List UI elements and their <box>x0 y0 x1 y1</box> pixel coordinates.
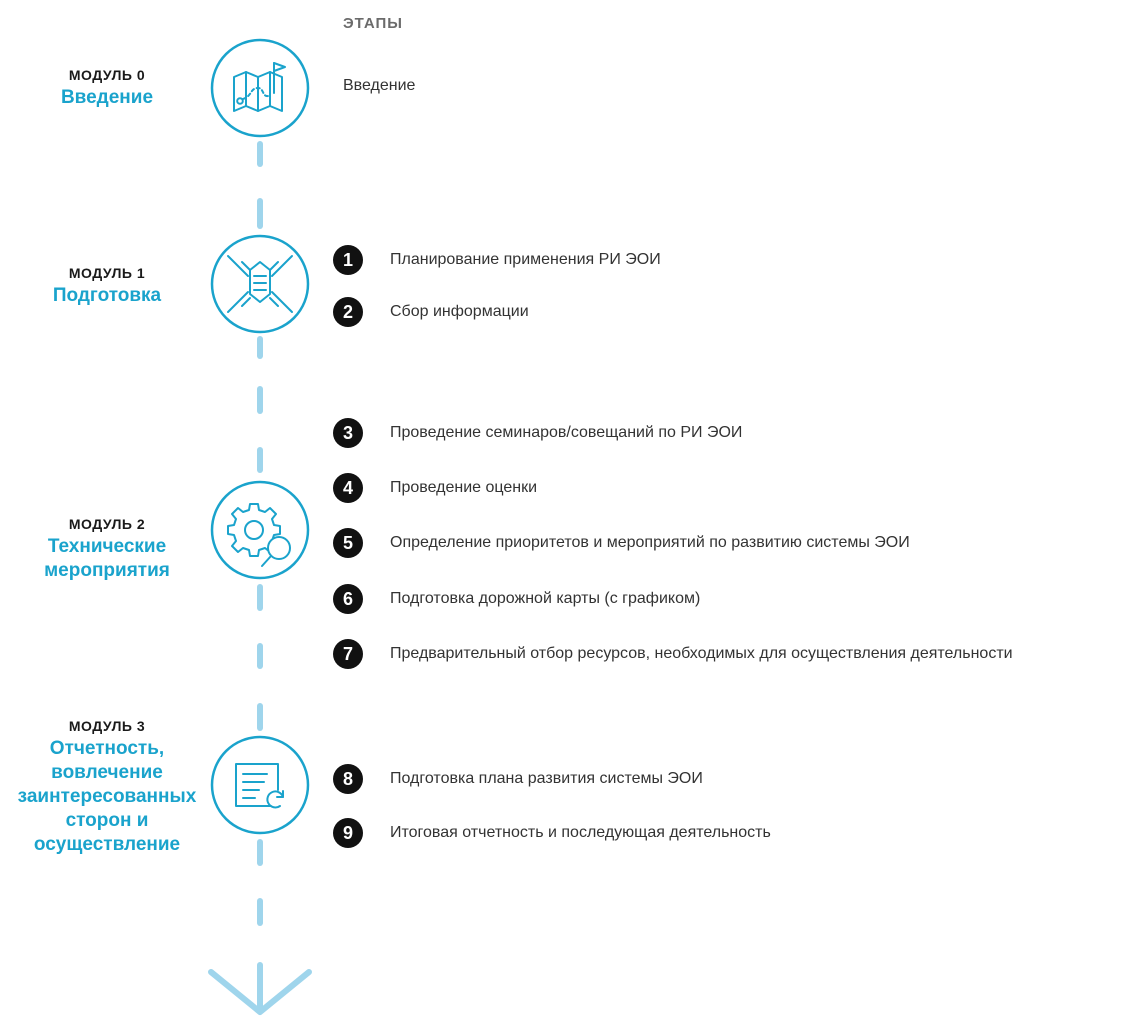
step-item: 9 Итоговая отчетность и последующая деят… <box>333 818 771 848</box>
module-0-label: МОДУЛЬ 0 Введение <box>2 67 212 110</box>
module-title: Отчетность, <box>49 738 165 759</box>
step-number-badge: 1 <box>333 245 363 275</box>
step-item: 3 Проведение семинаров/совещаний по РИ Э… <box>333 418 742 448</box>
step-text: Проведение оценки <box>390 479 538 496</box>
step-text: Определение приоритетов и мероприятий по… <box>390 534 910 551</box>
document-refresh-icon <box>210 735 310 835</box>
step-number-badge: 7 <box>333 639 363 669</box>
step-item: 2 Сбор информации <box>333 297 529 327</box>
step-number-badge: 9 <box>333 818 363 848</box>
module-title: мероприятия <box>44 560 170 581</box>
step-text: Проведение семинаров/совещаний по РИ ЭОИ <box>390 424 743 441</box>
module-title: Введение <box>60 87 154 108</box>
gear-with-magnifier-icon <box>210 480 310 580</box>
step-item: 4 Проведение оценки <box>333 473 537 503</box>
step-item: 6 Подготовка дорожной карты (с графиком) <box>333 584 700 614</box>
step-text: Сбор информации <box>390 303 529 320</box>
module-number: МОДУЛЬ 1 <box>68 265 146 281</box>
module-title: заинтересованных <box>17 786 197 807</box>
step-item: 1 Планирование применения РИ ЭОИ <box>333 245 661 275</box>
map-with-flag-icon <box>210 38 310 138</box>
module-1-label: МОДУЛЬ 1 Подготовка <box>2 265 212 308</box>
module-number: МОДУЛЬ 3 <box>68 718 146 734</box>
timeline-arrow-icon <box>208 969 312 1015</box>
step-text: Планирование применения РИ ЭОИ <box>390 251 661 268</box>
stages-heading: ЭТАПЫ <box>343 15 403 32</box>
step-number-badge: 5 <box>333 528 363 558</box>
module-number: МОДУЛЬ 2 <box>68 516 146 532</box>
module-title: вовлечение <box>51 762 163 783</box>
step-text: Подготовка плана развития системы ЭОИ <box>390 770 703 787</box>
step-item: 8 Подготовка плана развития системы ЭОИ <box>333 764 703 794</box>
step-text: Предварительный отбор ресурсов, необходи… <box>390 645 1013 662</box>
module-number: МОДУЛЬ 0 <box>68 67 146 83</box>
stage-intro-text: Введение <box>343 77 416 94</box>
step-number-badge: 4 <box>333 473 363 503</box>
step-item: 7 Предварительный отбор ресурсов, необхо… <box>333 639 1013 669</box>
joined-hands-icon <box>210 234 310 334</box>
step-item: 5 Определение приоритетов и мероприятий … <box>333 528 910 558</box>
module-title: сторон и <box>65 810 149 831</box>
module-3-label: МОДУЛЬ 3 Отчетность, вовлечение заинтере… <box>2 718 212 857</box>
step-text: Подготовка дорожной карты (с графиком) <box>390 590 701 607</box>
module-title: Подготовка <box>52 285 162 306</box>
step-number-badge: 8 <box>333 764 363 794</box>
step-text: Итоговая отчетность и последующая деятел… <box>390 824 771 841</box>
step-number-badge: 2 <box>333 297 363 327</box>
module-title: Технические <box>47 536 167 557</box>
module-2-label: МОДУЛЬ 2 Технические мероприятия <box>2 516 212 583</box>
module-title: осуществление <box>33 834 181 855</box>
step-number-badge: 3 <box>333 418 363 448</box>
step-number-badge: 6 <box>333 584 363 614</box>
